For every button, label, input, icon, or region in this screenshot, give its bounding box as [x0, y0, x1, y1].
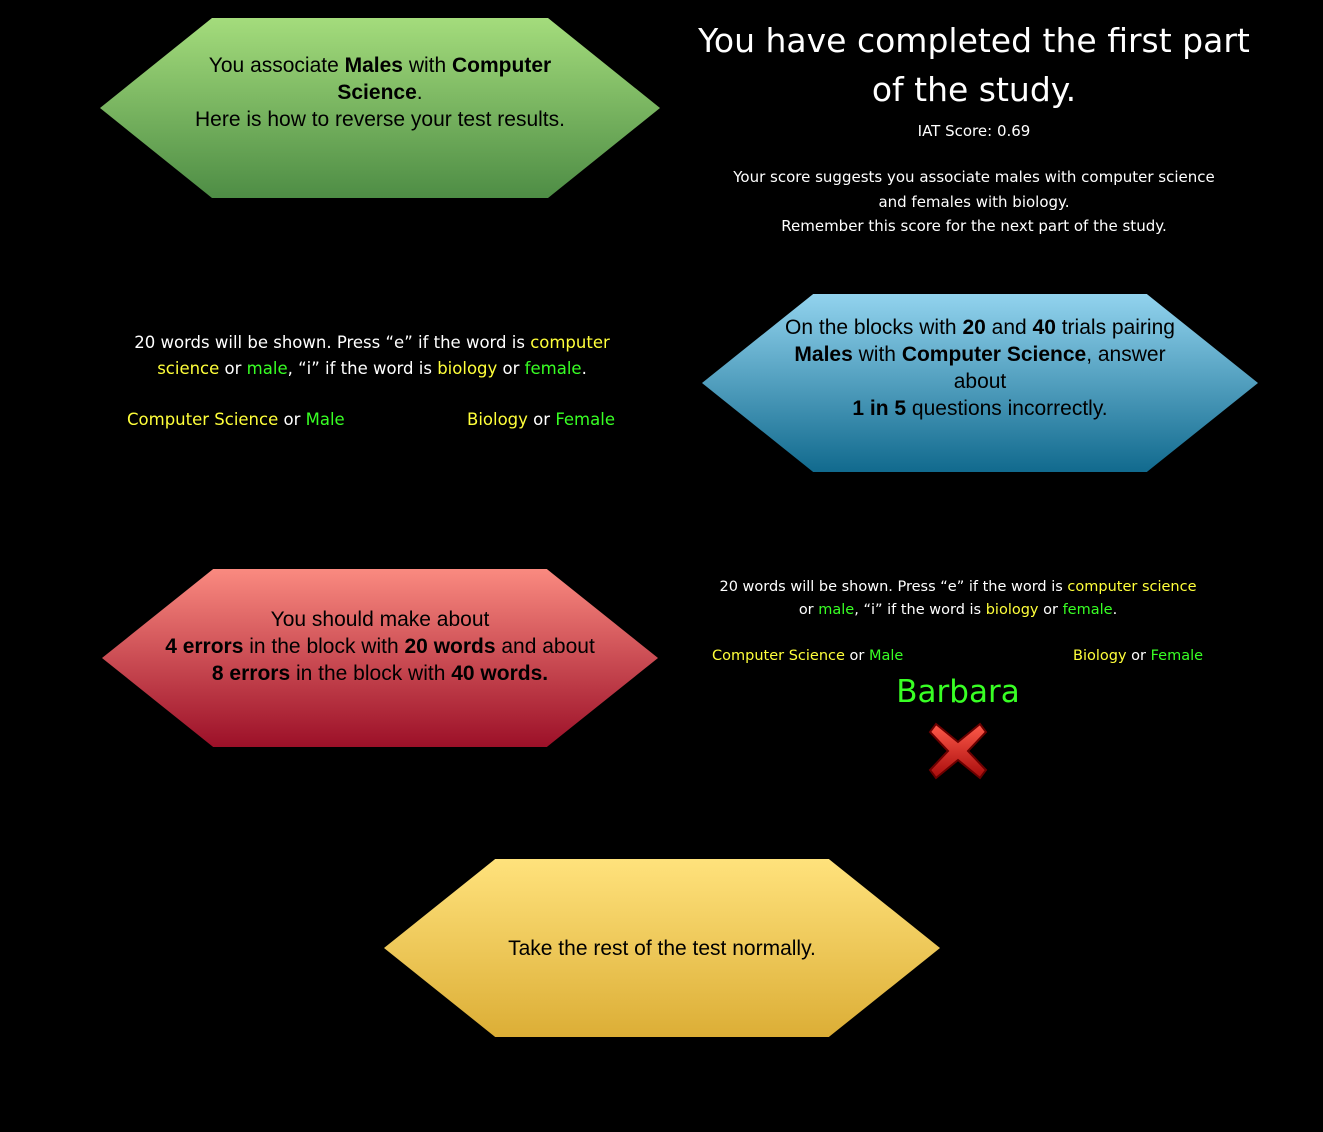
text-bold: Males [344, 53, 403, 77]
result-heading: You have completed the first part of the… [690, 16, 1258, 114]
text: in the block with [290, 661, 452, 685]
word-male: male [246, 359, 288, 378]
text: or [798, 602, 814, 618]
text: questions incorrectly. [906, 397, 1108, 420]
text: or [502, 359, 520, 378]
take-rest-normally-box: Take the rest of the test normally. [384, 859, 940, 1037]
error-count-line1: You should make about [270, 607, 490, 631]
text: 20 words will be shown. Press “e” if the… [719, 579, 1068, 595]
result-text-line: Your score suggests you associate males … [733, 168, 1215, 186]
text-bold: Computer Science [901, 343, 1087, 366]
category-male: Male [868, 648, 904, 664]
category-female: Female [555, 410, 615, 429]
heading-line: of the study. [871, 70, 1077, 109]
word-female: female [1062, 602, 1113, 618]
instructions-2: 20 words will be shown. Press “e” if the… [700, 576, 1216, 622]
text-bold: 40 words. [451, 661, 549, 685]
category-biology: Biology [1073, 648, 1127, 664]
result-explanation: Your score suggests you associate males … [690, 165, 1258, 239]
text-bold: 4 errors [165, 634, 244, 658]
reversal-intro-line2: Here is how to reverse your test results… [195, 107, 565, 131]
category-left-2: Computer Science or Male [712, 648, 903, 664]
word-male: male [818, 602, 855, 618]
category-cs: Computer Science [712, 648, 845, 664]
category-male: Male [305, 410, 345, 429]
text: or [533, 410, 551, 429]
word-computer: computer [530, 333, 610, 352]
text-bold: Computer Science [337, 53, 552, 104]
text-bold: Males [794, 343, 853, 366]
text: in the block with [243, 634, 405, 658]
text-bold: 40 [1032, 316, 1056, 339]
word-biology: biology [437, 359, 498, 378]
text: . [581, 359, 587, 378]
text: trials pairing [1055, 316, 1175, 339]
text: or [224, 359, 242, 378]
stimulus-word: Barbara [896, 674, 1020, 710]
heading-line: You have completed the first part [698, 21, 1250, 60]
text: with [852, 343, 902, 366]
error-rate-box: On the blocks with 20 and 40 trials pair… [702, 294, 1258, 472]
text-bold: 8 errors [211, 661, 291, 685]
text: . [1112, 602, 1118, 618]
text: and [985, 316, 1033, 339]
iat-score: IAT Score: 0.69 [917, 122, 1031, 140]
text-bold: 1 in 5 [852, 397, 907, 420]
result-text-line: Remember this score for the next part of… [781, 217, 1167, 235]
take-rest-text: Take the rest of the test normally. [508, 936, 816, 960]
word-biology: biology [985, 602, 1039, 618]
text: , answer about [953, 343, 1166, 393]
category-left-1: Computer Science or Male [127, 410, 345, 429]
category-female: Female [1150, 648, 1204, 664]
text: , “i” if the word is [287, 359, 438, 378]
instructions-1: 20 words will be shown. Press “e” if the… [122, 330, 622, 382]
category-right-2: Biology or Female [1073, 648, 1203, 664]
word-computer-science: computer science [1067, 579, 1197, 595]
text: or [1131, 648, 1146, 664]
text: , “i” if the word is [854, 602, 986, 618]
result-text-line: and females with biology. [878, 192, 1070, 211]
reversal-intro-box: You associate Males with Computer Scienc… [100, 18, 660, 198]
text: or [849, 648, 865, 664]
text-bold: 20 [962, 316, 986, 339]
text: and about [495, 634, 595, 658]
result-panel: You have completed the first part of the… [690, 16, 1258, 239]
text: or [1043, 602, 1058, 618]
word-female: female [524, 359, 582, 378]
text: On the blocks with [785, 316, 963, 339]
error-count-box: You should make about 4 errors in the bl… [102, 569, 658, 747]
text: with [403, 53, 453, 77]
category-right-1: Biology or Female [467, 410, 615, 429]
category-biology: Biology [467, 410, 528, 429]
red-x-icon [928, 722, 988, 780]
word-science: science [157, 359, 220, 378]
category-cs: Computer Science [127, 410, 279, 429]
text: . [416, 80, 423, 104]
text: 20 words will be shown. Press “e” if the… [134, 333, 531, 352]
text: or [283, 410, 301, 429]
text: You associate [208, 53, 345, 77]
text-bold: 20 words [404, 634, 496, 658]
